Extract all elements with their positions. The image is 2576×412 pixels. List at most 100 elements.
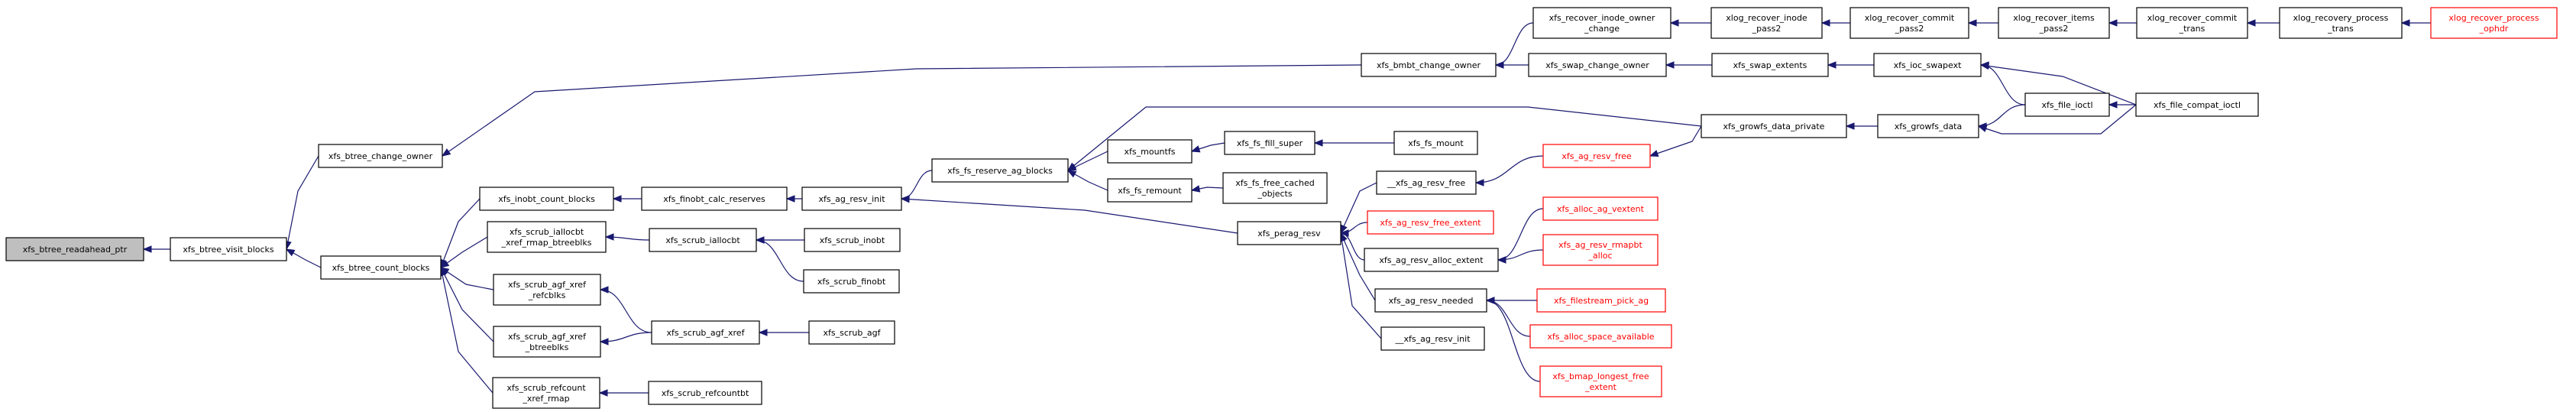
function-node-xlog-recover-commit[interactable]: xlog_recover_commit_pass2 <box>1849 7 1969 39</box>
function-node-fs-reserve[interactable]: xfs_fs_reserve_ag_blocks <box>931 158 1069 183</box>
node-label: xlog_recover_commit <box>2147 13 2238 23</box>
node-box <box>2135 92 2259 117</box>
node-label: xfs_alloc_space_available <box>1547 332 1654 342</box>
function-node-xlog-recover-commit-trans[interactable]: xlog_recover_commit_trans <box>2136 7 2248 39</box>
function-node-alloc-ag-vextent[interactable]: xfs_alloc_ag_vextent <box>1542 196 1659 221</box>
function-node-scrub-agf-btree[interactable]: xfs_scrub_agf_xref_btreeblks <box>493 326 601 358</box>
function-node-scrub-finobt[interactable]: xfs_scrub_finobt <box>803 269 900 294</box>
function-node-scrub-refcountbt[interactable]: xfs_scrub_refcountbt <box>648 381 762 405</box>
function-node-scrub-iallocbt-xref[interactable]: xfs_scrub_iallocbt_xref_rmap_btreeblks <box>487 221 607 253</box>
function-node-alloc-space-avail[interactable]: xfs_alloc_space_available <box>1529 324 1672 349</box>
node-label: xfs_scrub_agf <box>824 328 882 338</box>
call-edge-ag_resv_free-to-__ag_resv_free <box>1474 155 1544 187</box>
node-label: xfs_btree_count_blocks <box>332 263 430 273</box>
function-node-inobt-count[interactable]: xfs_inobt_count_blocks <box>479 187 614 211</box>
call-edge-scrub_iallocbt-to-scrub_iallocbt_xref <box>604 233 650 241</box>
function-node-file-ioctl[interactable]: xfs_file_ioctl <box>2024 92 2110 117</box>
call-edge-scrub_refcount_xref-to-count_blocks <box>439 266 494 394</box>
node-label: xfs_ag_resv_free_extent <box>1380 218 1481 228</box>
function-node-fs-remount[interactable]: xfs_fs_remount <box>1107 178 1193 203</box>
node-box <box>1849 7 1969 39</box>
node-label: xfs_bmap_longest_free <box>1552 371 1649 381</box>
function-node-scrub-inobt[interactable]: xfs_scrub_inobt <box>804 228 901 252</box>
function-node-change-owner[interactable]: xfs_btree_change_owner <box>318 144 443 168</box>
function-node-ag-resv-free-extent[interactable]: xfs_ag_resv_free_extent <box>1367 210 1494 235</box>
node-box <box>1529 324 1672 349</box>
function-node-swap-change-owner[interactable]: xfs_swap_change_owner <box>1528 53 1667 77</box>
call-edge-scrub_agf_refc-to-count_blocks <box>439 267 494 290</box>
node-label: xfs_perag_resv <box>1257 229 1321 238</box>
call-edge-fs_free_cached-to-fs_remount <box>1190 185 1224 193</box>
function-node-ag-resv-needed[interactable]: xfs_ag_resv_needed <box>1374 288 1487 313</box>
function-node-scrub-agf-xref[interactable]: xfs_scrub_agf_xref <box>651 320 760 345</box>
node-label: xfs_ag_resv_alloc_extent <box>1379 255 1484 265</box>
function-node-count-blocks[interactable]: xfs_btree_count_blocks <box>320 255 442 280</box>
node-box <box>1998 7 2110 39</box>
arrowhead <box>1827 61 1837 69</box>
arrowhead <box>612 195 622 203</box>
function-node-file-compat-ioctl[interactable]: xfs_file_compat_ioctl <box>2135 92 2259 117</box>
call-edge-scrub_refcountbt-to-scrub_refcount_xref <box>598 389 649 397</box>
function-node-readahead[interactable]: xfs_btree_readahead_ptr <box>5 237 144 261</box>
node-box <box>1237 221 1341 245</box>
function-node-ag-resv-rmapbt[interactable]: xfs_ag_resv_rmapbt_alloc <box>1542 234 1659 266</box>
node-box <box>493 274 601 306</box>
function-node-scrub-agf[interactable]: xfs_scrub_agf <box>808 320 895 345</box>
function-node-filestream-pick[interactable]: xfs_filestream_pick_ag <box>1536 288 1666 313</box>
call-edge-file_compat_ioctl-to-ioc_swapext <box>1979 62 2137 105</box>
function-node-perag-resv[interactable]: xfs_perag_resv <box>1237 221 1341 245</box>
arrowhead <box>1649 150 1659 157</box>
node-label: _btreeblks <box>525 342 569 352</box>
function-node-ioc-swapext[interactable]: xfs_ioc_swapext <box>1873 53 1982 77</box>
node-label: xfs_ag_resv_free <box>1561 151 1632 161</box>
node-box <box>1528 53 1667 77</box>
function-node-visit-blocks[interactable]: xfs_btree_visit_blocks <box>170 237 287 261</box>
function-node-recover-inode-owner[interactable]: xfs_recover_inode_owner_change <box>1532 7 1671 39</box>
node-label: xfs_ag_resv_init <box>818 194 885 204</box>
arrowhead <box>1339 229 1349 237</box>
function-node-growfs-private[interactable]: xfs_growfs_data_private <box>1701 114 1847 138</box>
node-label: _xref_rmap <box>522 394 569 404</box>
function-node-xlog-recovery-process[interactable]: xlog_recovery_process_trans <box>2279 7 2403 39</box>
function-node-scrub-agf-refc[interactable]: xfs_scrub_agf_xref_refcblks <box>493 274 601 306</box>
function-node-finobt-calc[interactable]: xfs_finobt_calc_reserves <box>641 187 788 211</box>
function-node-mountfs[interactable]: xfs_mountfs <box>1107 139 1193 164</box>
function-node-fs-mount[interactable]: xfs_fs_mount <box>1393 131 1478 155</box>
function-node-growfs-data[interactable]: xfs_growfs_data <box>1877 114 1979 138</box>
function-node-ag-resv-free[interactable]: xfs_ag_resv_free <box>1542 144 1651 168</box>
function-node-xlog-recover-inode[interactable]: xlog_recover_inode_pass2 <box>1710 7 1823 39</box>
function-node-fs-free-cached[interactable]: xfs_fs_free_cached_objects <box>1222 172 1328 204</box>
function-node-swap-extents[interactable]: xfs_swap_extents <box>1711 53 1829 77</box>
node-label: xfs_btree_change_owner <box>328 151 433 161</box>
call-edge-growfs_private-to-fs_reserve <box>1066 106 1702 171</box>
arrowhead <box>1190 185 1201 193</box>
call-edge-finobt_calc-to-inobt_count <box>612 195 642 203</box>
arrowhead <box>755 236 765 244</box>
edge-layer <box>142 19 2431 397</box>
node-label: xfs_fs_fill_super <box>1237 138 1303 148</box>
function-node-scrub-refcount-xref[interactable]: xfs_scrub_refcount_xref_rmap <box>492 377 600 409</box>
node-label: xfs_btree_readahead_ptr <box>23 245 128 255</box>
function-node-ag-resv-init[interactable]: xfs_ag_resv_init <box>801 187 902 211</box>
node-label: xfs_ag_resv_rmapbt <box>1558 240 1642 250</box>
node-box <box>2136 7 2248 39</box>
function-node-ag-resv-alloc-extent[interactable]: xfs_ag_resv_alloc_extent <box>1364 248 1499 272</box>
function-node-bmbt-change-owner[interactable]: xfs_bmbt_change_owner <box>1361 53 1497 77</box>
function-node-bmap-longest[interactable]: xfs_bmap_longest_free_extent <box>1539 365 1662 397</box>
function-node---ag-resv-free[interactable]: __xfs_ag_resv_free <box>1376 170 1477 195</box>
node-label: xfs_ioc_swapext <box>1894 60 1962 70</box>
function-node-scrub-iallocbt[interactable]: xfs_scrub_iallocbt <box>649 228 757 252</box>
node-box <box>1364 248 1499 272</box>
arrowhead <box>1190 145 1201 153</box>
function-node---ag-resv-init[interactable]: __xfs_ag_resv_init <box>1380 326 1485 351</box>
function-node-fs-fill-super[interactable]: xfs_fs_fill_super <box>1224 131 1316 155</box>
node-label: _trans <box>2179 24 2205 34</box>
function-node-xlog-recover-items[interactable]: xlog_recover_items_pass2 <box>1998 7 2110 39</box>
node-label: _change <box>1584 24 1620 34</box>
node-box <box>2279 7 2403 39</box>
node-box <box>1107 139 1193 164</box>
call-edge-bmbt_change_owner-to-change_owner <box>441 64 1362 157</box>
function-node-xlog-recover-ophdr[interactable]: xlog_recover_process_ophdr <box>2430 7 2558 39</box>
node-box <box>2430 7 2558 39</box>
node-box <box>493 326 601 358</box>
